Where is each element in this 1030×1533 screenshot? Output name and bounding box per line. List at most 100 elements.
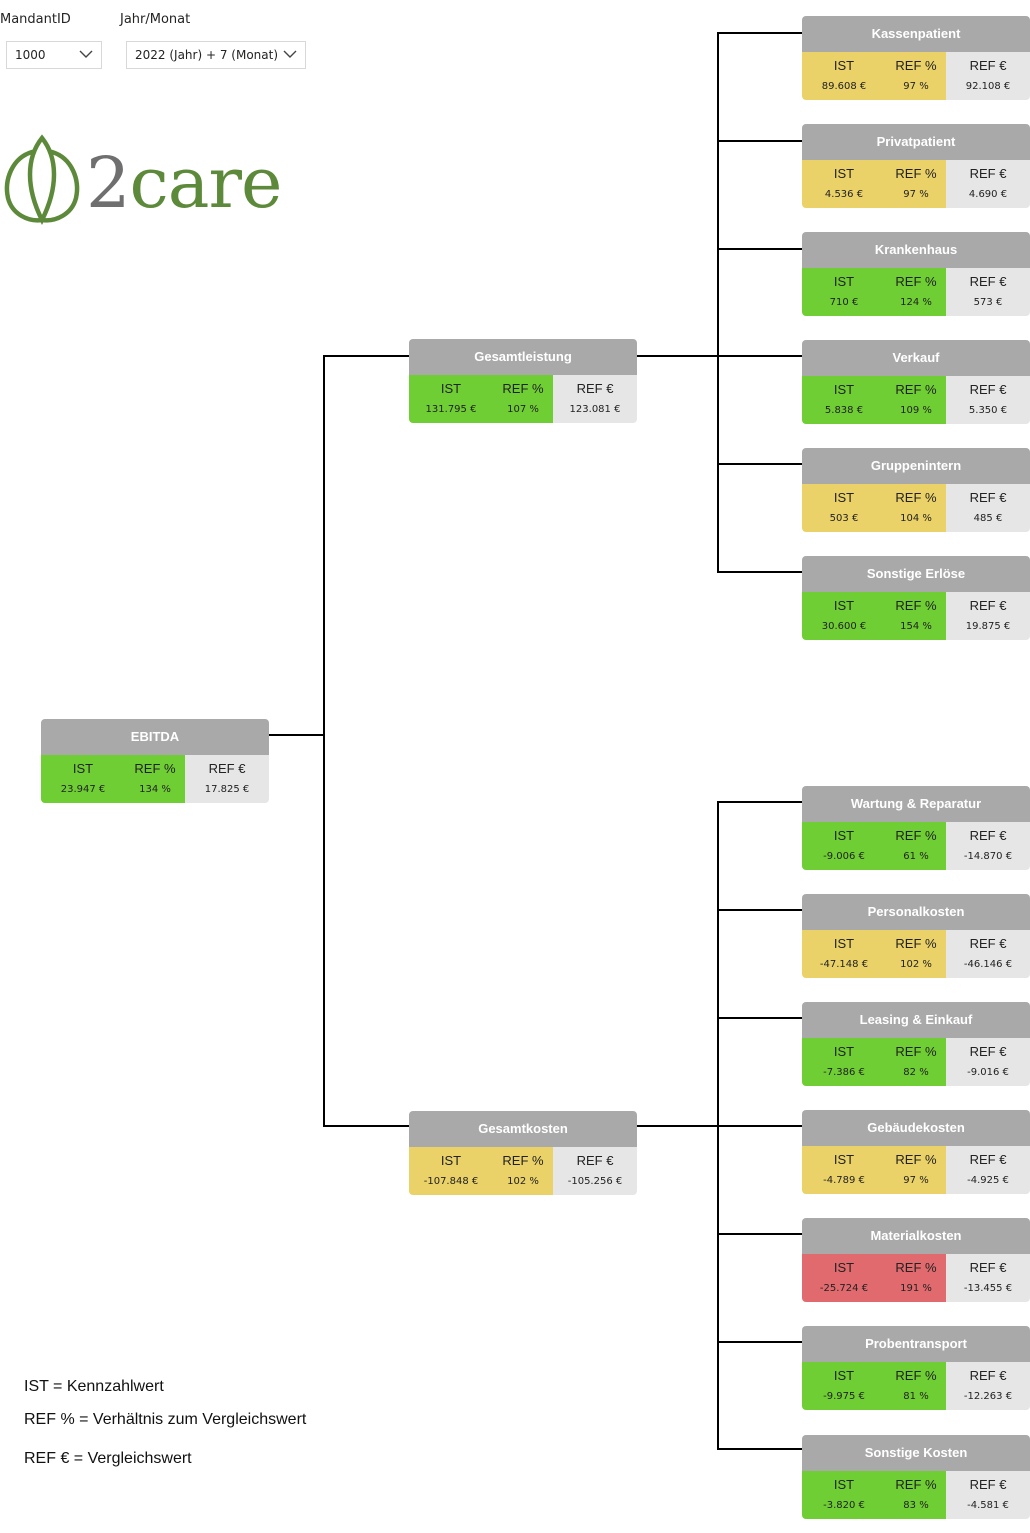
ref-pct-value: 124 % bbox=[900, 297, 932, 308]
ist-label: IST bbox=[833, 58, 855, 73]
ist-label: IST bbox=[833, 1260, 855, 1275]
ref-pct-cell: REF % 124 % bbox=[886, 268, 946, 316]
ist-value: -7.386 € bbox=[823, 1067, 865, 1078]
ref-pct-value: 82 % bbox=[903, 1067, 929, 1078]
ist-label: IST bbox=[833, 936, 855, 951]
ref-eur-value: 92.108 € bbox=[965, 81, 1011, 92]
ref-eur-cell: REF €-13.455 € bbox=[946, 1254, 1030, 1302]
ref-pct-cell: REF %102 % bbox=[886, 930, 946, 978]
ref-pct-label: REF % bbox=[895, 274, 937, 289]
period-value: 2022 (Jahr) + 7 (Monat) bbox=[135, 48, 279, 62]
ist-cell: IST 5.838 € bbox=[802, 376, 886, 424]
ref-pct-value: 154 % bbox=[900, 621, 932, 632]
ref-eur-label: REF € bbox=[576, 1153, 614, 1168]
ref-eur-cell: REF € 92.108 € bbox=[946, 52, 1030, 100]
ref-eur-value: -4.581 € bbox=[967, 1500, 1009, 1511]
node-title: Sonstige Erlöse bbox=[802, 556, 1030, 592]
ref-pct-value: 134 % bbox=[139, 784, 171, 795]
node-title: Privatpatient bbox=[802, 124, 1030, 160]
period-dropdown[interactable]: 2022 (Jahr) + 7 (Monat) bbox=[126, 41, 306, 69]
logo-leaf-icon bbox=[4, 134, 80, 226]
ref-eur-cell: REF €485 € bbox=[946, 484, 1030, 532]
ist-cell: IST-3.820 € bbox=[802, 1471, 886, 1519]
ref-eur-value: 5.350 € bbox=[968, 405, 1008, 416]
ref-eur-value: -12.263 € bbox=[963, 1391, 1013, 1402]
ref-pct-label: REF % bbox=[895, 936, 937, 951]
legend-ref-eur: REF € = Vergleichswert bbox=[24, 1450, 192, 1467]
ref-pct-cell: REF %102 % bbox=[493, 1147, 553, 1195]
node-title: EBITDA bbox=[41, 719, 269, 755]
ref-eur-cell: REF €5.350 € bbox=[946, 376, 1030, 424]
connector-line bbox=[717, 1448, 802, 1450]
ref-eur-value: -9.016 € bbox=[967, 1067, 1009, 1078]
ist-cell: IST-9.006 € bbox=[802, 822, 886, 870]
ref-pct-value: 109 % bbox=[900, 405, 932, 416]
connector-line bbox=[269, 734, 325, 736]
ref-eur-value: 4.690 € bbox=[968, 189, 1008, 200]
ist-label: IST bbox=[833, 382, 855, 397]
ist-label: IST bbox=[833, 598, 855, 613]
ist-value: 5.838 € bbox=[824, 405, 864, 416]
ref-eur-cell: REF €17.825 € bbox=[185, 755, 269, 803]
ref-eur-value: -46.146 € bbox=[963, 959, 1013, 970]
ref-pct-value: 97 % bbox=[903, 1175, 929, 1186]
ist-value: 30.600 € bbox=[821, 621, 867, 632]
mandant-dropdown[interactable]: 1000 bbox=[6, 41, 102, 69]
ist-label: IST bbox=[833, 490, 855, 505]
ist-label: IST bbox=[833, 166, 855, 181]
ref-pct-cell: REF %97 % bbox=[886, 1146, 946, 1194]
ref-eur-label: REF € bbox=[969, 1477, 1007, 1492]
ist-label: IST bbox=[833, 1044, 855, 1059]
node-title: Wartung & Reparatur bbox=[802, 786, 1030, 822]
ref-pct-label: REF % bbox=[895, 58, 937, 73]
ref-pct-value: 104 % bbox=[900, 513, 932, 524]
connector-line bbox=[637, 1125, 719, 1127]
ref-eur-label: REF € bbox=[969, 1260, 1007, 1275]
ref-pct-label: REF % bbox=[895, 828, 937, 843]
ist-value: -9.975 € bbox=[823, 1391, 865, 1402]
connector-line bbox=[717, 32, 802, 34]
ref-pct-label: REF % bbox=[895, 166, 937, 181]
node-title: Personalkosten bbox=[802, 894, 1030, 930]
ref-pct-cell: REF %109 % bbox=[886, 376, 946, 424]
ref-pct-label: REF % bbox=[895, 1044, 937, 1059]
chevron-down-icon bbox=[79, 50, 93, 58]
ref-eur-value: 123.081 € bbox=[569, 404, 621, 415]
ref-pct-label: REF % bbox=[895, 1260, 937, 1275]
ref-eur-cell: REF €19.875 € bbox=[946, 592, 1030, 640]
ref-eur-cell: REF €-14.870 € bbox=[946, 822, 1030, 870]
ist-label: IST bbox=[833, 1368, 855, 1383]
connector-line bbox=[717, 140, 802, 142]
ist-label: IST bbox=[833, 1477, 855, 1492]
ref-pct-label: REF % bbox=[502, 381, 544, 396]
ref-eur-label: REF € bbox=[969, 58, 1007, 73]
ref-eur-label: REF € bbox=[969, 598, 1007, 613]
ref-eur-label: REF € bbox=[576, 381, 614, 396]
mandant-value: 1000 bbox=[15, 48, 46, 62]
ist-cell: IST -9.975 € bbox=[802, 1362, 886, 1410]
connector-line bbox=[717, 909, 802, 911]
ist-cell: IST-25.724 € bbox=[802, 1254, 886, 1302]
connector-line bbox=[323, 355, 325, 1127]
ref-pct-value: 97 % bbox=[903, 81, 929, 92]
ref-pct-value: 61 % bbox=[903, 851, 929, 862]
